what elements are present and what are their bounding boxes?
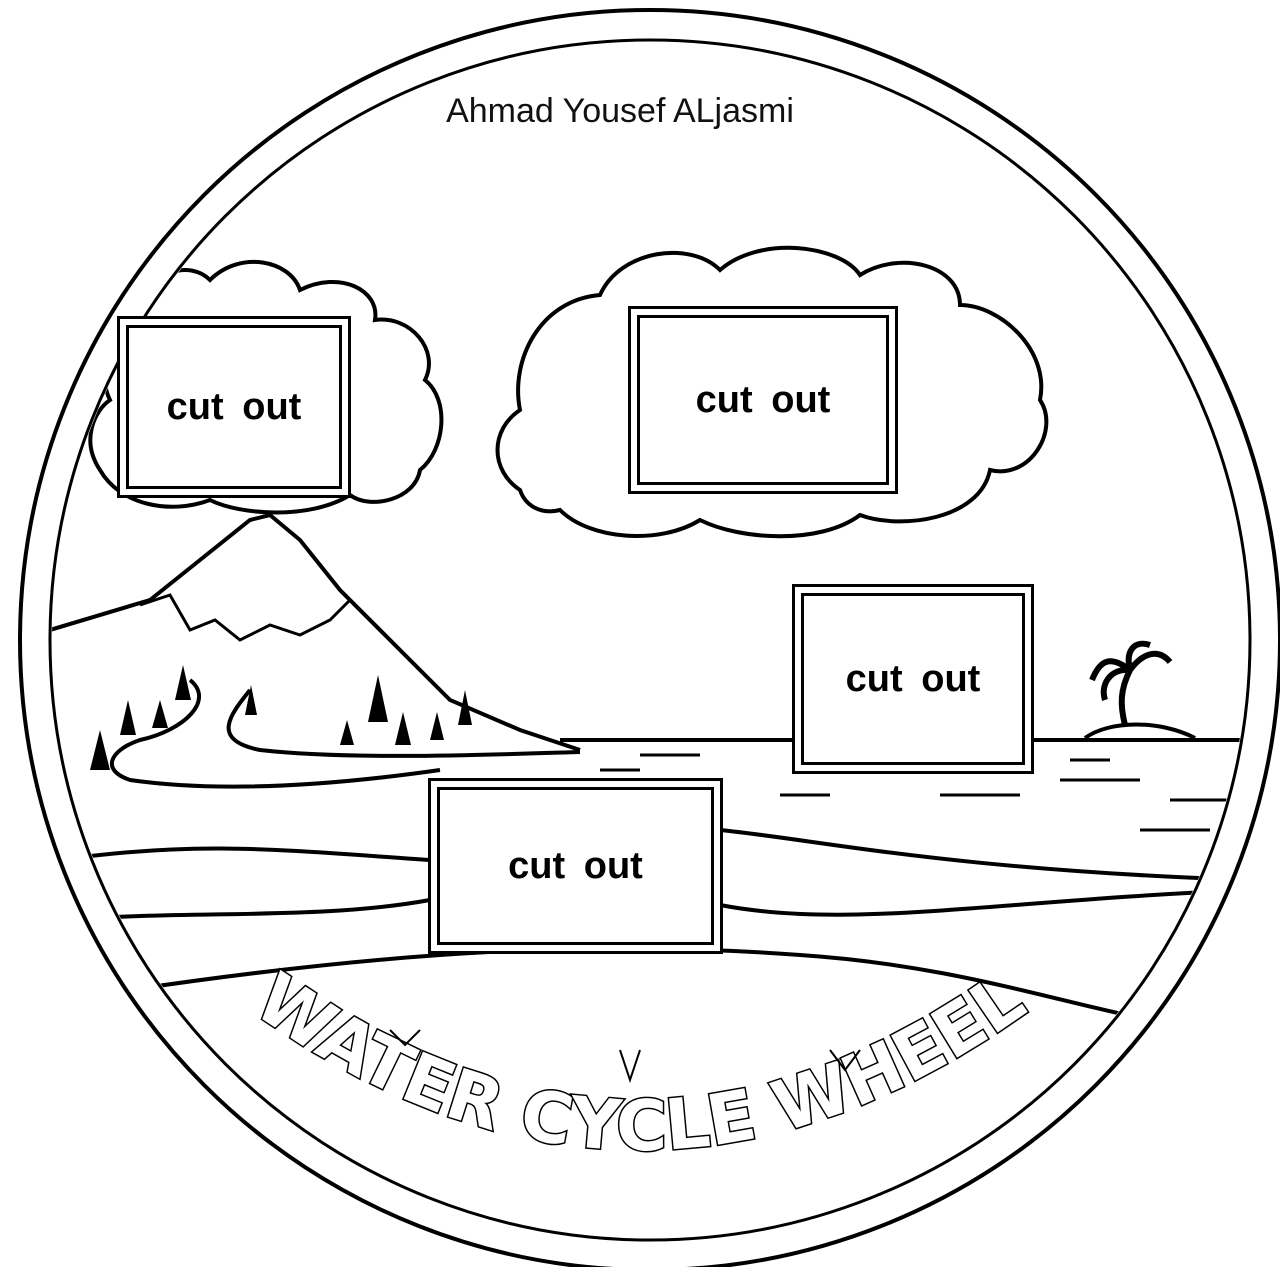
cutout-frame: cut out xyxy=(637,315,889,485)
mountain-snowline xyxy=(140,595,350,640)
river-bank-top xyxy=(112,680,440,787)
cutout-frame: cut out xyxy=(126,325,342,489)
cutout-label: cut out xyxy=(167,386,302,429)
cutout-frame: cut out xyxy=(801,593,1025,765)
cutout-label: cut out xyxy=(696,379,831,422)
cutout-sea-right[interactable]: cut out xyxy=(792,584,1034,774)
palm-trunk xyxy=(1122,670,1130,725)
cutout-cloud-right[interactable]: cut out xyxy=(628,306,898,494)
outer-ring xyxy=(20,10,1280,1267)
cutout-label: cut out xyxy=(508,845,643,888)
author-name: Ahmad Yousef ALjasmi xyxy=(0,92,1240,131)
banner-title-text: WATER CYCLE WHEEL xyxy=(241,957,1039,1167)
cutout-label: cut out xyxy=(846,658,981,701)
inner-ring xyxy=(50,40,1250,1240)
cutout-cloud-left[interactable]: cut out xyxy=(117,316,351,498)
cutout-river-bottom[interactable]: cut out xyxy=(428,778,723,954)
cutout-frame: cut out xyxy=(437,787,714,945)
banner-title-path: WATER CYCLE WHEEL xyxy=(241,957,1039,1167)
island xyxy=(1085,725,1195,739)
